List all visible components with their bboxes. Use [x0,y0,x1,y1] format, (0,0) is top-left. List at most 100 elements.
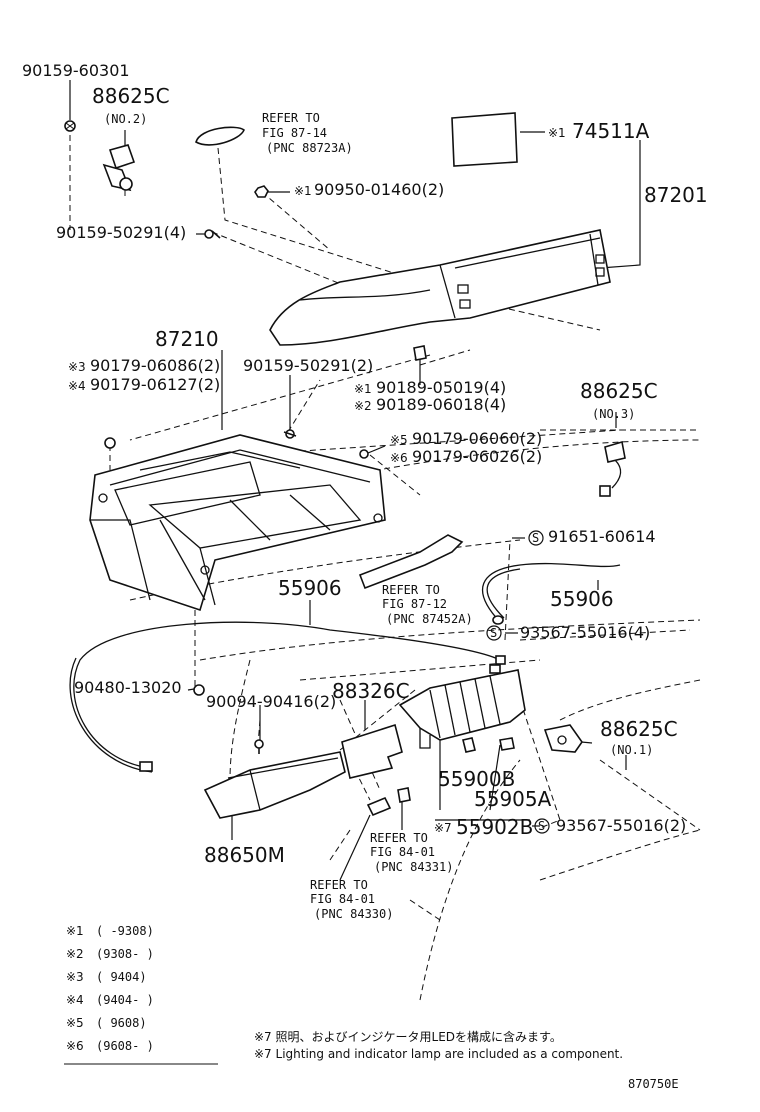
label-55902b: 55902B [456,815,533,839]
label-refer-8401a-a: REFER TO [370,831,428,845]
label-88625c-no2: 88625C [92,84,170,108]
label-88650m: 88650M [204,843,285,867]
bracket-87452a [358,534,464,590]
screw-90159-50291-2 [283,429,297,439]
label-90179-06086: 90179-06086(2) [90,356,220,375]
s-mark-1: S [528,530,544,546]
label-refer-8401a-c: (PNC 84331) [374,860,453,874]
label-90159-60301: 90159-60301 [22,61,130,80]
label-90189-06018: 90189-06018(4) [376,395,506,414]
label-refer-8712-b: FIG 87-12 [382,597,447,611]
screw-90159-50291-4 [204,229,221,239]
bulb-55905a [462,737,476,753]
mark-90179-06060: ※5 [390,433,408,447]
part-labels: 90159-60301 88625C (NO.2) REFER TO FIG 8… [22,61,708,921]
label-93567-2: 93567-55016(2) [556,816,686,835]
label-90480: 90480-13020 [74,678,182,697]
housing-87210 [89,434,386,612]
label-88625c-no1: 88625C [600,717,678,741]
label-90950: 90950-01460(2) [314,180,444,199]
legend-mark-1: ※1 [66,924,84,938]
cable-55906-left [69,621,506,773]
label-91651: 91651-60614 [548,527,656,546]
s-mark-2-text: S [490,626,497,640]
label-88625c-no2-sub: (NO.2) [104,112,147,126]
screw-90094 [254,739,264,754]
mark-90189-05019: ※1 [354,382,372,396]
label-55905a: 55905A [474,787,552,811]
label-90094: 90094-90416(2) [206,692,336,711]
label-55900b: 55900B [438,767,515,791]
label-refer-8401b-c: (PNC 84330) [314,907,393,921]
legend-mark-3: ※3 [66,970,84,984]
label-87210: 87210 [155,327,219,351]
label-refer-8714-c: (PNC 88723A) [266,141,353,155]
legend-range-1: ( -9308) [96,924,154,938]
plate-74511a [451,112,518,167]
mark-90179-06127: ※4 [68,379,86,393]
screw-90159-60301 [64,120,76,132]
bulb-socket-no3 [599,440,626,497]
legend-range-2: (9308- ) [96,947,154,961]
bulb-socket-no1 [543,724,583,753]
label-refer-8712-c: (PNC 87452A) [386,612,473,626]
nut-90950 [254,185,269,198]
s-mark-3-text: S [538,819,545,833]
screw-90179-06086 [104,437,116,449]
legend-range-5: ( 9608) [96,1016,147,1030]
label-refer-8401a-b: FIG 84-01 [370,845,435,859]
grommet-90480 [193,684,205,696]
label-90159-50291-4: 90159-50291(4) [56,223,186,242]
s-mark-1-text: S [532,531,539,545]
label-88625c-no3-sub: (NO.3) [592,407,635,421]
mark-74511a: ※1 [548,126,566,140]
footnotes: ※7 照明、およびインジケータ用LEDを構成に含みます。 ※7 Lighting… [254,1029,623,1061]
legend-range-3: ( 9404) [96,970,147,984]
label-55906-right: 55906 [550,587,614,611]
dashboard-contours [129,439,701,1001]
label-refer-8401b-b: FIG 84-01 [310,892,375,906]
cable-55906-right [482,562,621,625]
label-refer-8712-a: REFER TO [382,583,440,597]
label-93567-4: 93567-55016(4) [520,623,650,642]
bulb-55902b [499,737,515,751]
bulb-socket-no2 [102,144,136,192]
label-90189-05019: 90189-05019(4) [376,378,506,397]
lens-88723a [195,126,245,146]
mark-90179-06026: ※6 [390,451,408,465]
heater-control-88650m [203,751,346,819]
s-mark-2: S [486,625,502,641]
mark-90189-06018: ※2 [354,399,372,413]
label-88625c-no3: 88625C [580,379,658,403]
mark-90950: ※1 [294,184,312,198]
bracket-88326c [341,723,403,779]
mark-55902b: ※7 [434,821,452,835]
label-88326c: 88326C [332,679,410,703]
label-90159-50291-2: 90159-50291(2) [243,356,373,375]
legend-mark-4: ※4 [66,993,84,1007]
label-88625c-no1-sub: (NO.1) [610,743,653,757]
label-90179-06127: 90179-06127(2) [90,375,220,394]
legend-range-6: (9608- ) [96,1039,154,1053]
bulb-84330 [366,796,392,817]
legend-mark-6: ※6 [66,1039,84,1053]
legend-range-4: (9404- ) [96,993,154,1007]
note-japanese: ※7 照明、およびインジケータ用LEDを構成に含みます。 [254,1029,562,1044]
label-90179-06026: 90179-06026(2) [412,447,542,466]
bulb-84331 [397,787,411,803]
label-refer-8714-a: REFER TO [262,111,320,125]
screw-90179-06060 [359,449,369,459]
label-refer-8401b-a: REFER TO [310,878,368,892]
clip-90189 [413,345,427,361]
control-panel-55900b [398,664,526,749]
legend-mark-2: ※2 [66,947,84,961]
note-english: ※7 Lighting and indicator lamp are inclu… [254,1047,623,1061]
label-90179-06060: 90179-06060(2) [412,429,542,448]
label-refer-8714-b: FIG 87-14 [262,126,327,140]
date-legend: ※1 ( -9308) ※2 (9308- ) ※3 ( 9404) ※4 (9… [64,924,218,1065]
label-55906-left: 55906 [278,576,342,600]
mark-90179-06086: ※3 [68,360,86,374]
label-87201: 87201 [644,183,708,207]
label-74511a: 74511A [572,119,650,143]
